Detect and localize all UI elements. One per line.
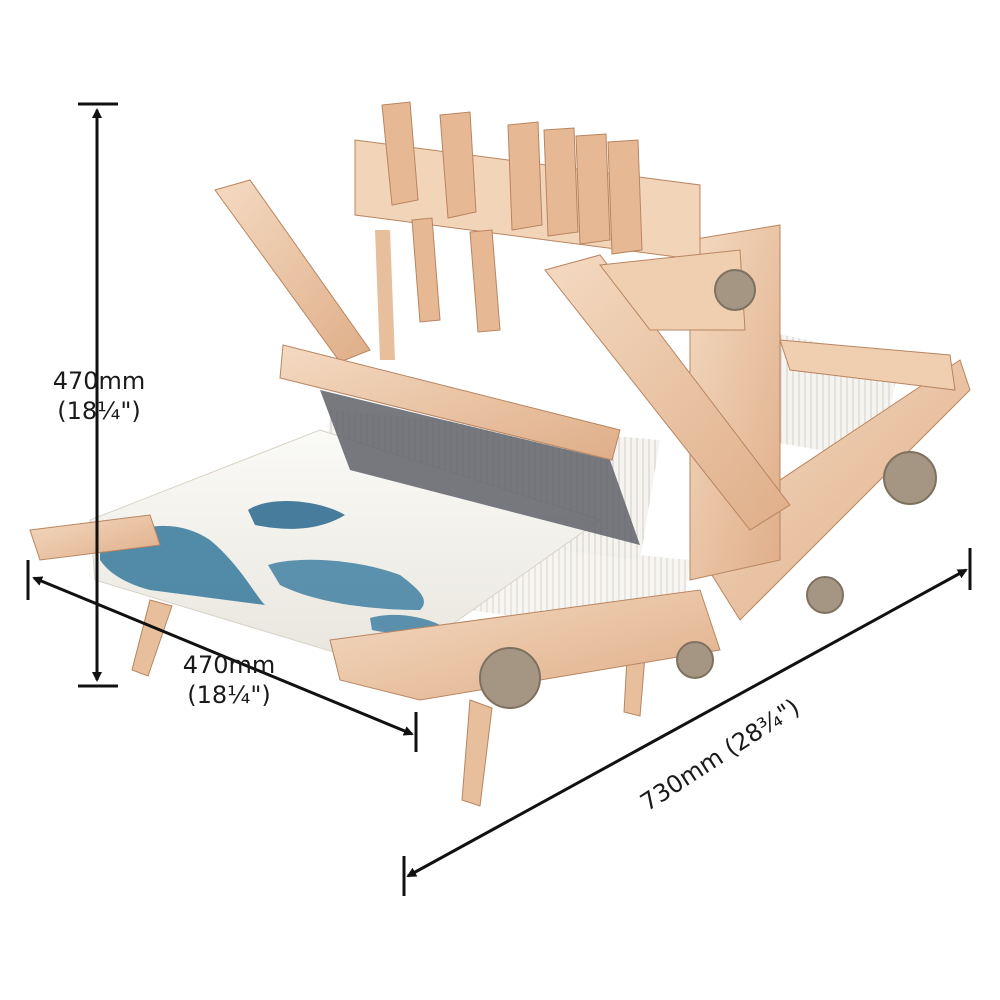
- beater-arms: [214, 179, 791, 531]
- depth-dimension-label: 470mm (18¼"): [170, 650, 288, 710]
- shaft-levers: [381, 101, 643, 333]
- depth-imperial: (18¼"): [187, 681, 271, 709]
- dimension-arrows: [26, 102, 972, 896]
- height-imperial: (18¼"): [57, 397, 141, 425]
- beater-bar: [279, 344, 640, 545]
- height-dimension-label: 470mm (18¼"): [40, 366, 158, 426]
- depth-metric: 470mm: [182, 651, 276, 679]
- depth-arrow: [32, 576, 414, 736]
- height-metric: 470mm: [52, 367, 146, 395]
- width-arrow: [406, 568, 968, 878]
